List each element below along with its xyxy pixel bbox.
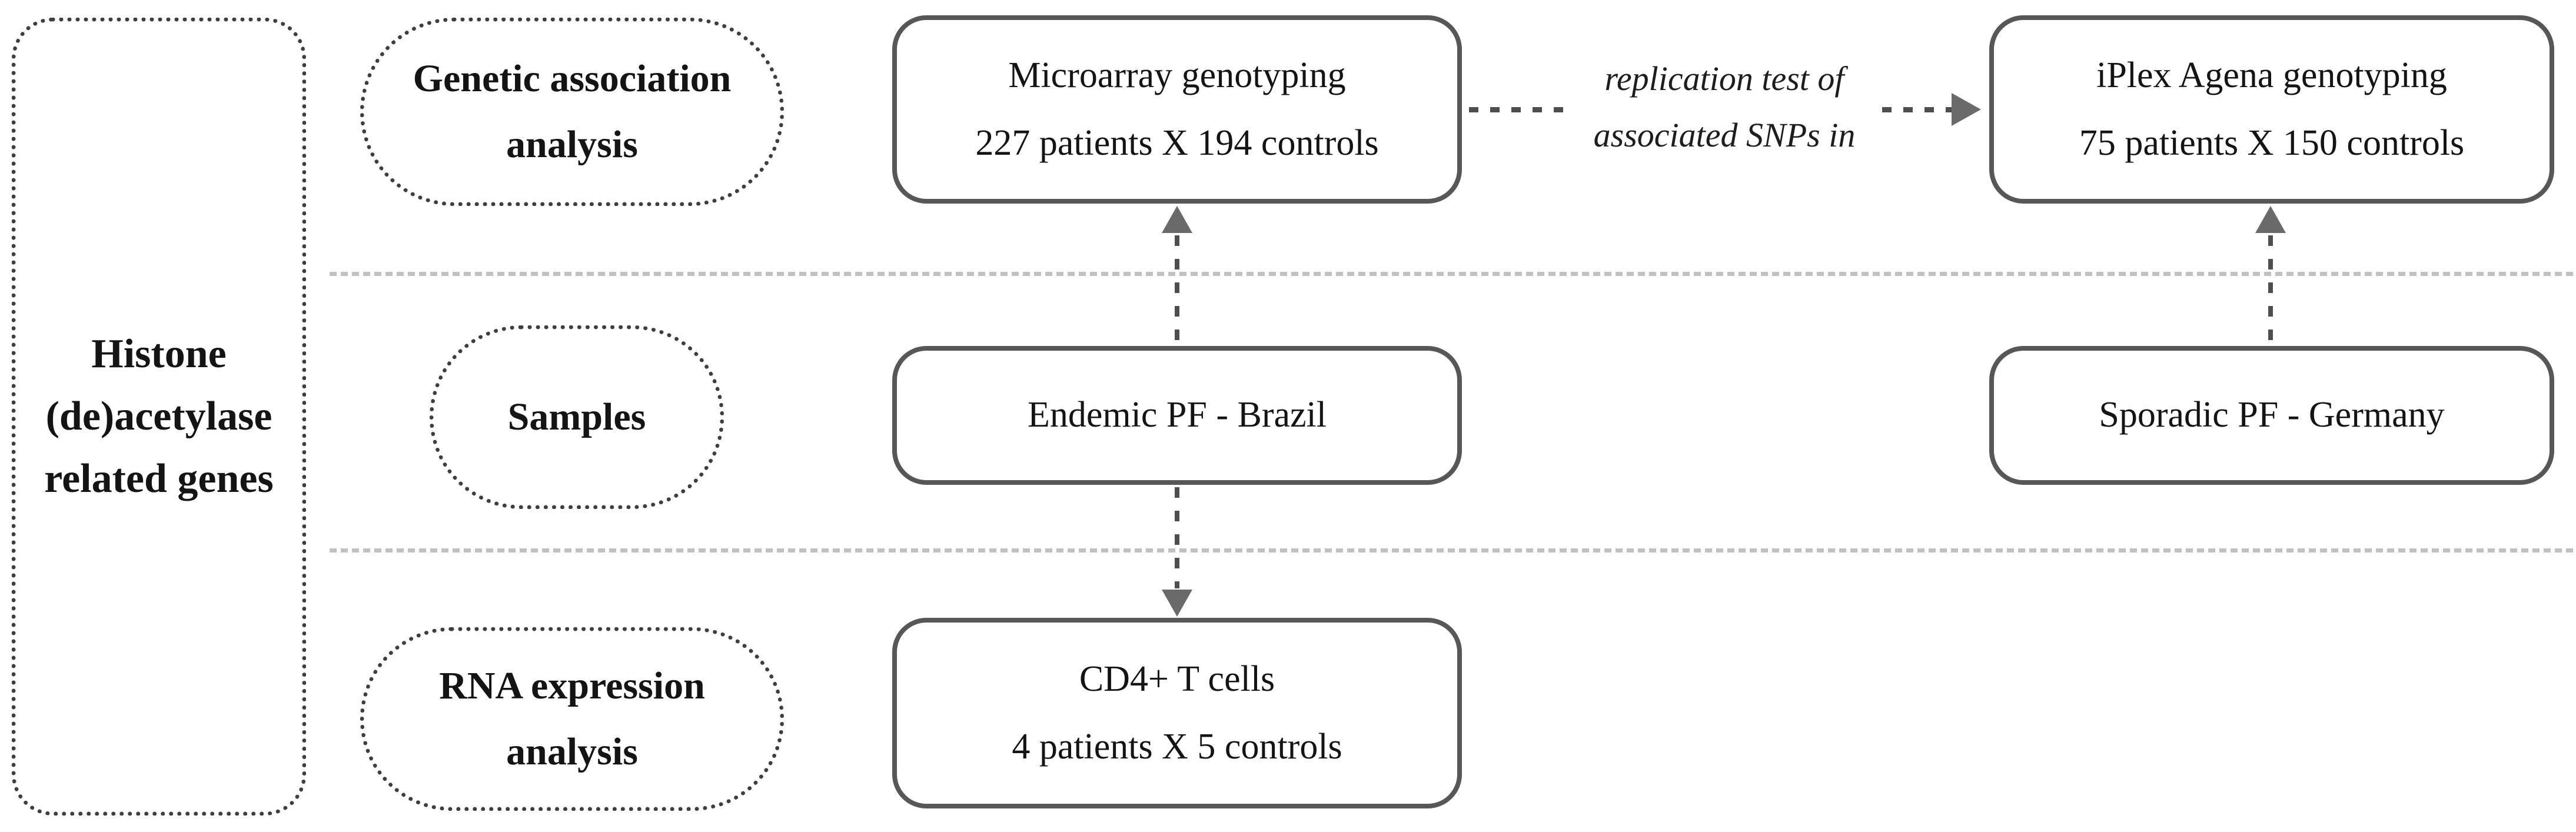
row-label-line: RNA expression [439, 664, 705, 707]
replication-arrow-line [1882, 107, 1952, 112]
node-line: Microarray genotyping [1008, 55, 1346, 95]
arrow-down-icon [1162, 590, 1192, 617]
replication-label-line: associated SNPs in [1593, 116, 1856, 154]
gene-set-panel-line: Histone [91, 331, 227, 377]
row-separator [330, 272, 2576, 276]
arrow-up-icon [1162, 206, 1192, 233]
node-line: Endemic PF - Brazil [1028, 395, 1327, 435]
arrow-right-icon [1952, 93, 1981, 126]
microarray-genotyping-node: Microarray genotyping 227 patients X 194… [892, 15, 1462, 204]
gene-set-panel: Histone (de)acetylase related genes [12, 18, 306, 816]
row-label-line: analysis [506, 123, 638, 166]
row-label-line: Samples [507, 395, 646, 438]
gene-set-panel-line: (de)acetylase [45, 394, 272, 439]
replication-arrow-label: replication test of associated SNPs in [1530, 51, 1919, 164]
node-line: 4 patients X 5 controls [1012, 727, 1342, 767]
endemic-pf-brazil-node: Endemic PF - Brazil [892, 346, 1462, 485]
cd4-t-cells-node: CD4+ T cells 4 patients X 5 controls [892, 618, 1462, 808]
row-label-genetic-association: Genetic association analysis [360, 18, 784, 206]
dotted-line [1175, 235, 1179, 345]
node-line: Sporadic PF - Germany [2099, 395, 2445, 435]
row-label-line: analysis [506, 730, 638, 773]
row-label-line: Genetic association [413, 57, 732, 100]
gene-set-panel-line: related genes [44, 456, 274, 501]
iplex-genotyping-node: iPlex Agena genotyping 75 patients X 150… [1989, 15, 2554, 204]
row-label-rna-expression: RNA expression analysis [360, 627, 784, 811]
arrow-up-icon [2255, 206, 2286, 233]
dotted-line [1175, 487, 1179, 588]
node-line: 227 patients X 194 controls [975, 123, 1379, 163]
replication-label-line: replication test of [1604, 59, 1844, 98]
node-line: CD4+ T cells [1079, 658, 1275, 699]
replication-arrow-line [1469, 107, 1564, 112]
node-line: iPlex Agena genotyping [2096, 55, 2447, 95]
node-line: 75 patients X 150 controls [2079, 123, 2465, 163]
row-separator [330, 548, 2576, 553]
dotted-line [2268, 235, 2273, 345]
row-label-samples: Samples [430, 325, 724, 509]
sporadic-pf-germany-node: Sporadic PF - Germany [1989, 346, 2554, 485]
